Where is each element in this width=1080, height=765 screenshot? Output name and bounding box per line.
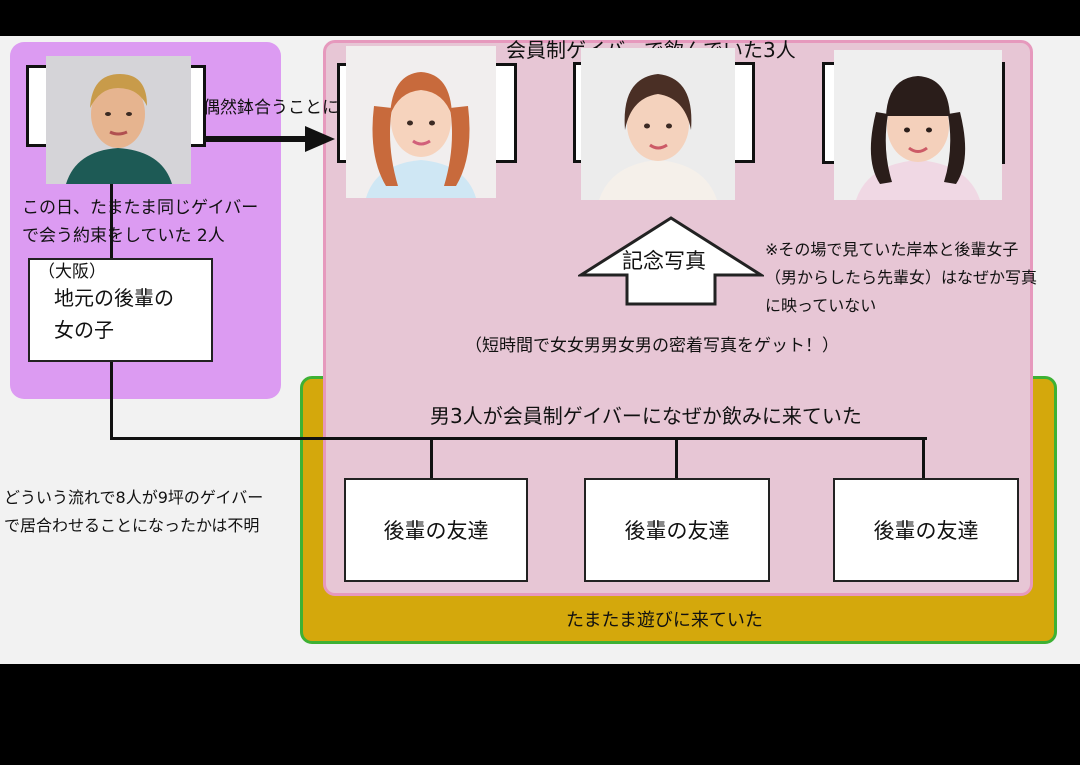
side-note-line2: で居合わせることになったかは不明 [4,516,260,535]
friend-box-2: 後輩の友達 [584,478,770,582]
connector-left-vertical-bottom [110,362,113,440]
friend-box-3: 後輩の友達 [833,478,1019,582]
connector-horizontal [110,437,927,440]
friend-box-1: 後輩の友達 [344,478,528,582]
men-group-footer: たまたま遊びに来ていた [566,610,763,631]
friend-label-2: 後輩の友達 [624,519,730,543]
photo-note-line3: に映っていない [765,296,877,315]
friend-label-3: 後輩の友達 [873,519,979,543]
connector-drop-1 [430,437,433,479]
commemorative-photo-label: 記念写真 [622,249,706,273]
junior-girl-box: （大阪） 地元の後輩の 女の子 [28,258,213,362]
commemorative-photo-arrow [578,216,764,306]
photo-summary: （短時間で女女男男女男の密着写真をゲット！） [465,336,839,356]
connector-left-vertical-top [110,184,113,258]
photo-person-girl-3 [834,50,1002,200]
connector-drop-2 [675,437,678,479]
left-caption-line2: で会う約束をしていた 2人 [22,226,225,246]
men-group-title: 男3人が会員制ゲイバーになぜか飲みに来ていた [430,404,862,428]
junior-line2: 女の子 [54,318,114,342]
encounter-arrow [205,126,335,152]
left-caption-line1: この日、たまたま同じゲイバー [22,198,259,218]
connector-drop-3 [922,437,925,479]
friend-label-1: 後輩の友達 [383,519,489,543]
photo-person-left [46,56,191,184]
photo-person-girl-2 [581,48,735,200]
photo-note-line2: （男からしたら先輩女）はなぜか写真 [765,268,1038,287]
photo-note-line1: ※その場で見ていた岸本と後輩女子 [765,240,1019,259]
junior-line1: 地元の後輩の [54,286,174,310]
side-note-line1: どういう流れで8人が9坪のゲイバー [4,488,264,507]
encounter-arrow-label: 偶然鉢合うことに [203,98,339,118]
photo-person-girl-1 [346,46,496,198]
junior-place: （大阪） [38,262,106,282]
